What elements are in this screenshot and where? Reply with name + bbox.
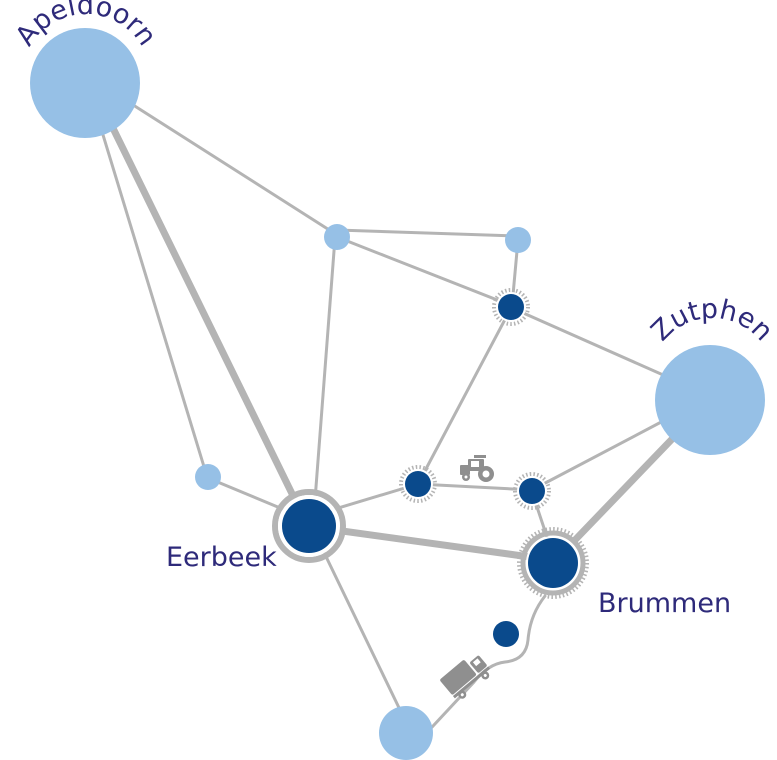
northeast-node[interactable] [505, 227, 531, 253]
edge-eerbeek-brummen-main [331, 526, 534, 561]
edge-brummen-zutphen-main [571, 432, 679, 544]
mid-node[interactable] [399, 465, 437, 503]
edge-mid-east [416, 482, 534, 492]
edge-apeldoorn-west-node [98, 123, 207, 472]
edges [98, 101, 679, 742]
hub-node[interactable] [492, 288, 530, 326]
edge-eerbeek-south [316, 538, 404, 716]
apeldoorn-node[interactable] [30, 28, 140, 138]
eerbeek-node[interactable] [272, 489, 346, 563]
edge-hub-zutphen [510, 306, 672, 380]
zutphen-node[interactable] [655, 345, 765, 455]
tractor-icon [460, 455, 494, 482]
south-node[interactable] [379, 706, 433, 760]
east-node[interactable] [513, 472, 551, 510]
truck-icon [440, 655, 491, 699]
edge-apeldoorn-north-node [128, 101, 336, 235]
brummen-node[interactable] [517, 527, 589, 599]
edge-east-zutphen [530, 418, 667, 492]
west-node[interactable] [195, 464, 221, 490]
road-node[interactable] [493, 621, 519, 647]
brummen-label: Brummen [598, 588, 731, 619]
edge-hub-mid [416, 308, 512, 486]
zutphen-label: Zutphen [645, 294, 777, 347]
edge-apeldoorn-eerbeek-main [104, 114, 304, 514]
eerbeek-label: Eerbeek [166, 542, 277, 573]
edge-north-eerbeek [313, 236, 337, 502]
edge-north-hub [335, 235, 512, 307]
edge-west-eerbeek [206, 476, 287, 512]
edge-north-northeast [335, 228, 519, 238]
north-node[interactable] [324, 224, 350, 250]
